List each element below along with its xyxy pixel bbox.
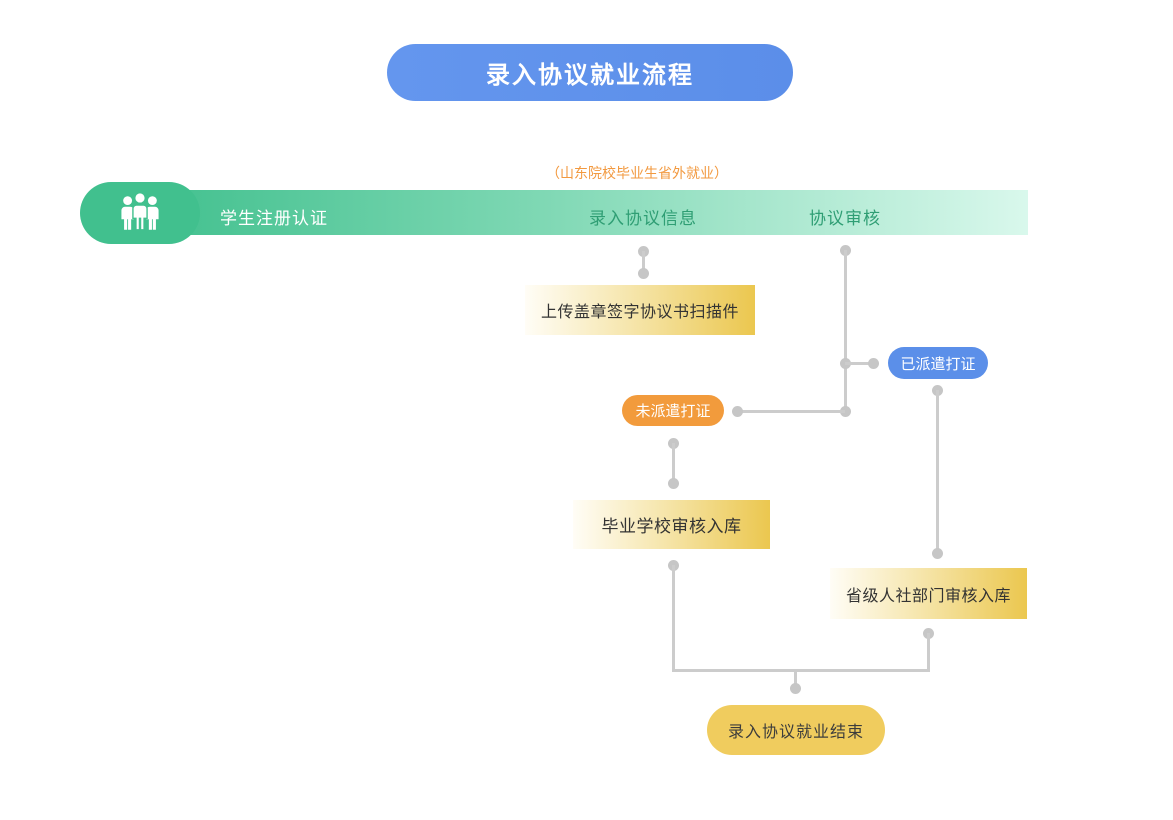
page-title-label: 录入协议就业流程 xyxy=(486,62,694,89)
connector-line xyxy=(935,390,939,553)
node-upload-scan: 上传盖章签字协议书扫描件 xyxy=(525,285,755,335)
connector-dot xyxy=(667,477,679,489)
stage-banner xyxy=(145,190,1028,235)
connector-line xyxy=(737,409,845,413)
connector-line xyxy=(671,443,675,483)
node-provincial-review: 省级人社部门审核入库 xyxy=(830,568,1027,619)
node-dispatched: 已派遣打证 xyxy=(888,347,988,379)
students-badge xyxy=(80,182,200,244)
connector-line xyxy=(845,361,873,365)
connector-dot xyxy=(839,405,851,417)
connector-line xyxy=(671,565,675,672)
scope-note: （山东院校毕业生省外就业） xyxy=(546,165,728,181)
node-not-dispatched: 未派遣打证 xyxy=(622,395,724,426)
connector-line xyxy=(843,250,847,411)
node-end: 录入协议就业结束 xyxy=(707,705,885,755)
connector-dot xyxy=(867,357,879,369)
connector-line xyxy=(671,669,930,672)
stage-label-enter-agreement: 录入协议信息 xyxy=(589,209,697,228)
connector-line xyxy=(641,251,645,273)
connector-line xyxy=(926,633,930,672)
connector-dot xyxy=(731,405,743,417)
connector-dot xyxy=(931,547,943,559)
stage-label-student-register: 学生注册认证 xyxy=(220,209,328,228)
page-title: 录入协议就业流程 xyxy=(387,44,793,101)
users-icon xyxy=(121,191,159,231)
connector-dot xyxy=(637,267,649,279)
connector-line xyxy=(793,672,797,685)
stage-label-agreement-review: 协议审核 xyxy=(809,209,881,228)
connector-dot xyxy=(789,682,801,694)
node-school-review: 毕业学校审核入库 xyxy=(573,500,770,549)
